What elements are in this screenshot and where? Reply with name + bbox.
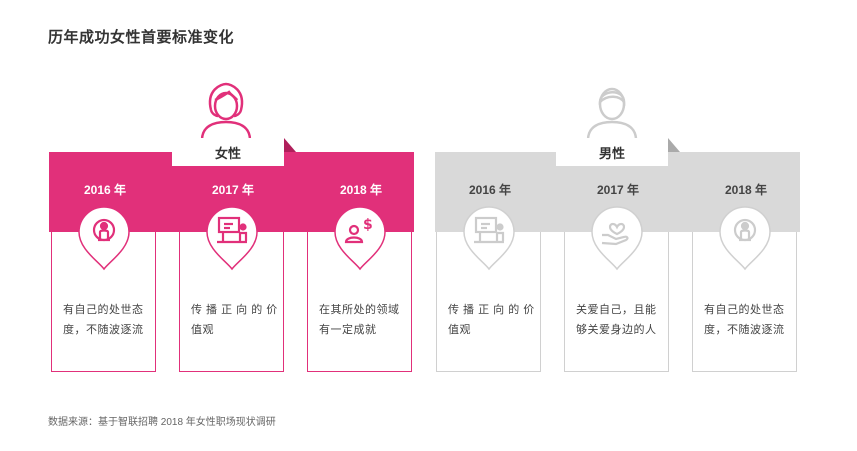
female-year-2016: 2016 年 [83, 183, 127, 197]
male-pin-2016 [463, 206, 515, 271]
male-tag-fold [668, 138, 680, 152]
male-text-2018: 有自己的处世态度，不随波逐流 [704, 304, 785, 336]
female-year-2018: 2018 年 [339, 183, 383, 197]
chart-title: 历年成功女性首要标准变化 [48, 29, 235, 46]
svg-text:$: $ [363, 217, 373, 233]
self-icon [733, 218, 757, 242]
male-tag: 男性 [556, 138, 668, 166]
presentation-icon [474, 216, 505, 244]
male-text-2016: 传 播 正 向 的 价值观 [448, 304, 535, 336]
male-pin-2018 [719, 206, 771, 271]
achievement-icon: $ [344, 217, 373, 244]
female-tag: 女性 [172, 138, 284, 166]
male-text-2017: 关爱自己，且能够关爱身边的人 [576, 304, 657, 336]
male-year-2017: 2017 年 [596, 183, 640, 197]
female-text-2018: 在其所处的领域有一定成就 [319, 304, 400, 336]
male-pin-2017 [591, 206, 643, 271]
woman-icon [200, 82, 252, 140]
male-year-2018: 2018 年 [724, 183, 768, 197]
female-text-2017: 传 播 正 向 的 价值观 [191, 304, 278, 336]
presentation-icon [217, 216, 248, 244]
care-icon [601, 222, 629, 246]
self-icon [92, 218, 116, 242]
female-group: 女性 2016 年 2017 年 2018 年 $ [49, 82, 414, 372]
male-year-2016: 2016 年 [468, 183, 512, 197]
female-year-2017: 2017 年 [211, 183, 255, 197]
female-text-2016: 有自己的处世态度，不随波逐流 [63, 304, 144, 336]
female-tag-fold [284, 138, 296, 152]
female-pin-2017 [206, 206, 258, 271]
man-icon [586, 87, 638, 140]
data-source: 数据来源：基于智联招聘 2018 年女性职场现状调研 [48, 417, 276, 428]
female-pin-2018: $ [334, 206, 386, 271]
female-pin-2016 [78, 206, 130, 271]
